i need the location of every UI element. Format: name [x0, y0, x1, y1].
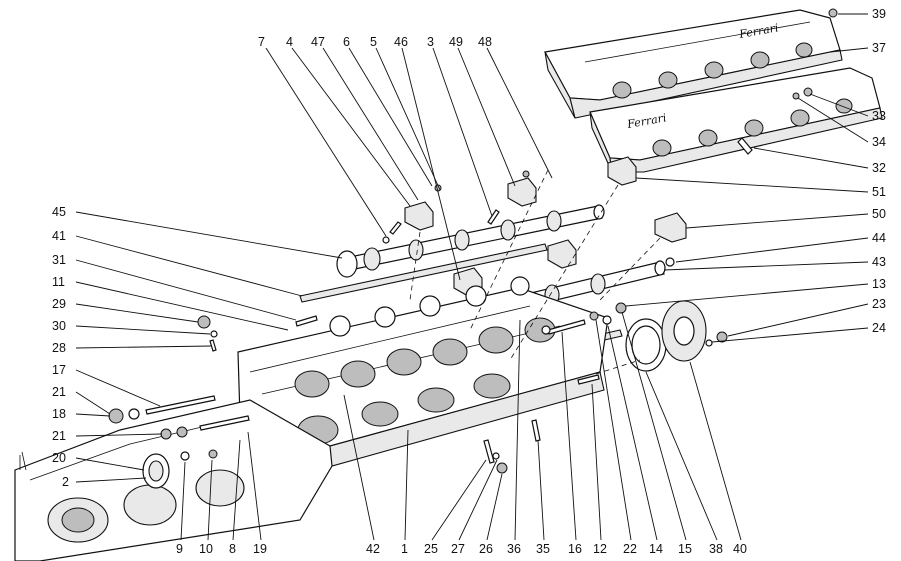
callout-37: 37 [872, 41, 886, 55]
callout-12: 12 [593, 542, 607, 556]
cover-fasteners [737, 8, 838, 155]
callout-1: 1 [401, 542, 408, 556]
callout-51: 51 [872, 185, 886, 199]
callout-9: 9 [176, 542, 183, 556]
valve-cover-lower-spark-holes [652, 98, 853, 157]
callout-23: 23 [872, 297, 886, 311]
callout-27: 27 [451, 542, 465, 556]
callout-5: 5 [370, 35, 377, 49]
camshaft-upper [336, 204, 605, 278]
callout-36: 36 [507, 542, 521, 556]
callout-32: 32 [872, 161, 886, 175]
callout-18: 18 [52, 407, 66, 421]
callout-42: 42 [366, 542, 380, 556]
callout-20: 20 [52, 451, 66, 465]
callout-31: 31 [52, 253, 66, 267]
callout-26: 26 [479, 542, 493, 556]
callout-16: 16 [568, 542, 582, 556]
callout-2: 2 [62, 475, 69, 489]
callout-44: 44 [872, 231, 886, 245]
callout-24: 24 [872, 321, 886, 335]
callout-33: 33 [872, 109, 886, 123]
callout-49: 49 [449, 35, 463, 49]
callout-4: 4 [286, 35, 293, 49]
callout-15: 15 [678, 542, 692, 556]
callout-labels-right: 39 37 33 34 32 51 50 44 43 13 23 24 [872, 7, 886, 335]
callout-7: 7 [258, 35, 265, 49]
callout-11: 11 [52, 275, 65, 289]
callout-47: 47 [311, 35, 325, 49]
callout-48: 48 [478, 35, 492, 49]
cover-gasket-ring [625, 318, 667, 372]
callout-10: 10 [199, 542, 213, 556]
callout-45: 45 [52, 205, 66, 219]
callout-21b: 21 [52, 429, 66, 443]
callout-19: 19 [253, 542, 267, 556]
callout-34: 34 [872, 135, 886, 149]
callout-28: 28 [52, 341, 66, 355]
end-cover-plate [661, 300, 707, 362]
valve-springs [329, 276, 530, 337]
callout-3: 3 [427, 35, 434, 49]
callout-22: 22 [623, 542, 637, 556]
callout-21a: 21 [52, 385, 66, 399]
callout-labels-bottom: 9 10 8 19 42 1 25 27 26 36 35 16 12 22 1… [176, 542, 747, 556]
callout-14: 14 [649, 542, 663, 556]
valve-cover-upper: Ferrari [544, 9, 843, 119]
callout-35: 35 [536, 542, 550, 556]
callout-17: 17 [52, 363, 66, 377]
callout-40: 40 [733, 542, 747, 556]
callout-43: 43 [872, 255, 886, 269]
callout-41: 41 [52, 229, 66, 243]
callout-13: 13 [872, 277, 886, 291]
callout-labels-left: 45 41 31 11 29 30 28 17 21 18 21 20 2 [52, 205, 69, 489]
callout-8: 8 [229, 542, 236, 556]
cylinder-head [237, 276, 609, 467]
oil-seal-ring [142, 453, 170, 489]
callout-6: 6 [343, 35, 350, 49]
valve-cover-upper-spark-holes [612, 42, 813, 99]
engine-block [14, 399, 333, 561]
studs-and-hardware [108, 170, 728, 474]
callout-29: 29 [52, 297, 66, 311]
callout-46: 46 [394, 35, 408, 49]
callout-39: 39 [872, 7, 886, 21]
callout-50: 50 [872, 207, 886, 221]
callout-30: 30 [52, 319, 66, 333]
callout-labels-top: 7 4 47 6 5 46 3 49 48 [258, 35, 492, 49]
callout-38: 38 [709, 542, 723, 556]
callout-25: 25 [424, 542, 438, 556]
leader-lines [75, 13, 869, 541]
assembly-guide-lines [409, 169, 661, 375]
